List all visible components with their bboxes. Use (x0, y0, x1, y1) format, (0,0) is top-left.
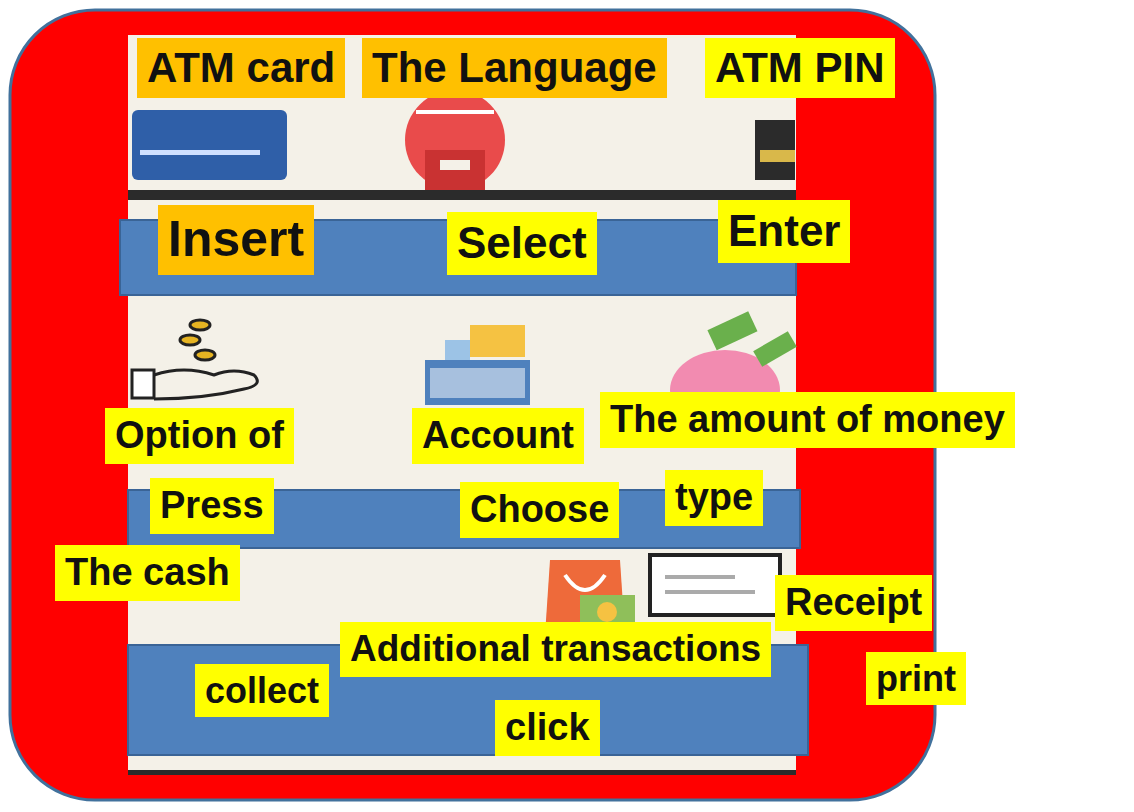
label-box: collect (195, 664, 329, 717)
hand-coins-icon (132, 320, 257, 399)
label-text: print (876, 658, 956, 699)
label-box: ATM PIN (705, 38, 895, 98)
label-text: click (505, 706, 590, 748)
receipt-icon (650, 555, 780, 615)
divider (128, 190, 796, 200)
label-text: Receipt (785, 581, 922, 623)
label-box: Additional transactions (340, 622, 771, 677)
label-text: Option of (115, 414, 284, 456)
label-text: type (675, 476, 753, 518)
label-text: Select (457, 218, 587, 267)
label-box: The amount of money (600, 392, 1015, 448)
label-text: Additional transactions (350, 628, 761, 669)
label-box: The cash (55, 545, 240, 601)
label-box: Enter (718, 200, 850, 263)
label-box: Insert (158, 205, 314, 275)
label-box: type (665, 470, 763, 526)
label-text: The Language (372, 44, 657, 91)
label-text: Account (422, 414, 574, 456)
card-icon (132, 110, 287, 180)
label-text: Enter (728, 206, 840, 255)
cash-register-icon (425, 325, 530, 405)
label-text: The cash (65, 551, 230, 593)
label-box: Select (447, 212, 597, 275)
label-box: Option of (105, 408, 294, 464)
label-box: click (495, 700, 600, 756)
label-box: Account (412, 408, 584, 464)
label-box: print (866, 652, 966, 705)
label-text: The amount of money (610, 398, 1005, 440)
divider (128, 770, 796, 775)
label-text: collect (205, 670, 319, 711)
label-box: Receipt (775, 575, 932, 631)
label-text: Insert (168, 211, 304, 267)
label-box: Choose (460, 482, 619, 538)
label-text: Choose (470, 488, 609, 530)
label-box: Press (150, 478, 274, 534)
label-text: ATM card (147, 44, 335, 91)
label-text: ATM PIN (715, 44, 885, 91)
label-box: The Language (362, 38, 667, 98)
label-text: Press (160, 484, 264, 526)
label-box: ATM card (137, 38, 345, 98)
atm-icon (405, 90, 505, 190)
pin-pad-icon (755, 120, 795, 180)
